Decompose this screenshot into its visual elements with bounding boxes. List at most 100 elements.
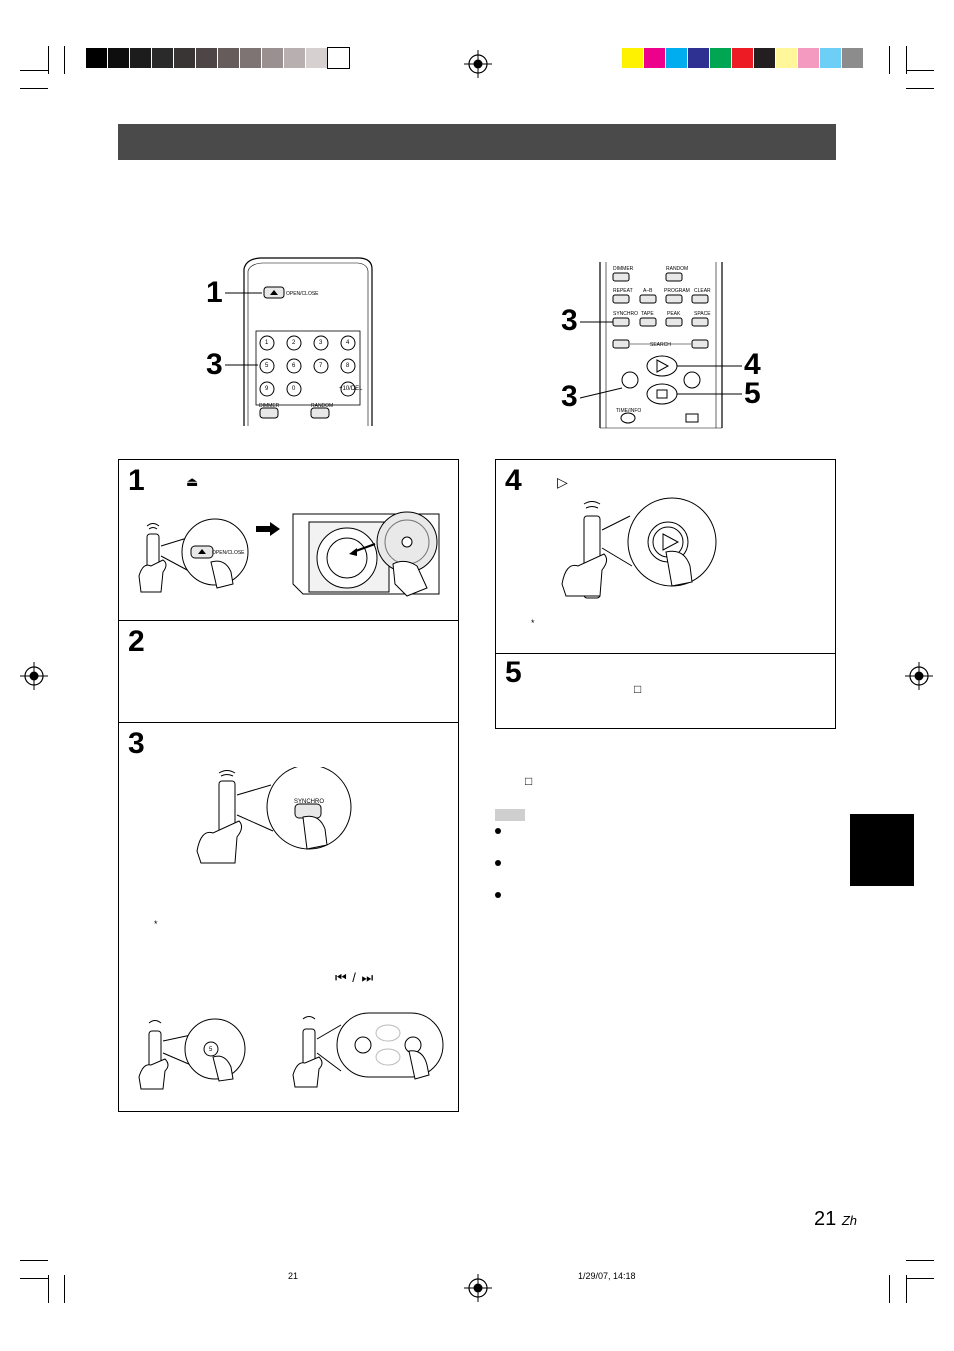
asterisk-mark: * [154,919,158,929]
remote-key-label: 4 [346,340,350,346]
language-side-tab [850,814,914,886]
crop-mark [48,1275,49,1303]
page-suffix: Zh [841,1213,857,1228]
bullet-point [495,828,501,834]
note-tag [495,809,525,821]
crop-mark [889,1275,890,1303]
remote-button-label: TAPE [641,311,654,317]
crop-mark [906,46,907,74]
color-swatch [842,48,863,68]
step-3-panel: 3 SYNCHRO * ⏮ / ⏭ 5 [118,722,459,1112]
remote-button-label: SYNCHRO [613,311,639,317]
footer-timestamp: 1/29/07, 14:18 [578,1271,636,1281]
crop-mark [64,1275,65,1303]
hand-remote-illustration [138,518,249,593]
color-swatch [152,48,173,68]
color-swatch [798,48,819,68]
registration-mark [905,662,933,690]
remote-key-label: +10/DEL [339,386,363,392]
remote-illustration-left [225,257,373,426]
crop-mark [906,1260,934,1261]
step-1-panel: 1 ⏏ OPEN/CLOSE [118,459,459,621]
color-swatch [306,48,327,68]
callout-number: 5 [744,377,761,410]
eject-icon: ⏏ [186,474,199,489]
step-number: 1 [128,464,145,497]
crop-mark [64,46,65,74]
color-swatch [218,48,239,68]
color-swatch [130,48,151,68]
remote-open-close-label: OPEN/CLOSE [286,291,319,297]
play-icon: ▷ [557,474,568,490]
registration-mark [464,50,492,78]
crop-mark [48,46,49,74]
page-number: 21 Zh [814,1208,857,1230]
color-swatch [622,48,643,68]
step-number: 4 [505,464,522,497]
step-4-panel: 4 ▷ * [495,459,836,654]
registration-mark [464,1274,492,1302]
remote-dimmer-label: DIMMER [259,403,280,409]
crop-mark [906,70,934,71]
stop-icon: □ [634,682,642,696]
color-swatch [820,48,841,68]
synchro-button-label: SYNCHRO [294,799,325,805]
remote-key-label: 2 [292,340,296,346]
hand-remote-skip-illustration [292,1012,444,1088]
remote-key-label: 6 [292,363,296,369]
remote-random-label: RANDOM [311,403,334,409]
crop-mark [20,1278,48,1279]
asterisk-mark: * [531,618,535,628]
footer-page-ref: 21 [288,1271,299,1281]
hand-remote-play-illustration [561,497,717,599]
color-swatch [108,48,129,68]
remote-button-label: SPACE [694,311,711,317]
crop-mark [889,46,890,74]
crop-mark [906,1275,907,1303]
registration-mark [20,662,48,690]
color-swatch [174,48,195,68]
crop-mark [20,70,48,71]
color-swatch [262,48,283,68]
callout-number: 3 [561,304,578,337]
number-key-label: 5 [209,1047,213,1053]
remote-button-label: PROGRAM [664,288,690,294]
remote-button-label: PEAK [667,311,681,317]
step-5-panel: 5 □ [495,653,836,729]
callout-number: 3 [561,380,578,413]
arrow-right-icon [256,522,280,536]
remote-illustration-right [579,262,742,429]
color-swatch [196,48,217,68]
cd-tray-illustration [292,511,440,597]
color-swatch [644,48,665,68]
remote-button-label: TIME/INFO [616,408,642,414]
step-2-panel: 2 [118,620,459,723]
callout-number: 3 [206,348,223,381]
bullet-point [495,892,501,898]
stop-icon: □ [525,774,533,788]
remote-key-label: 3 [319,340,323,346]
remote-key-label: 0 [292,386,296,392]
remote-key-label: 7 [319,363,323,369]
remote-button-label: CLEAR [694,288,711,294]
section-header-bar [118,124,836,160]
remote-key-label: 8 [346,363,350,369]
remote-button-label: DIMMER [613,266,634,272]
step-number: 5 [505,656,522,689]
hand-remote-number-illustration [138,1018,246,1090]
color-swatch [666,48,687,68]
callout-number: 1 [206,276,223,309]
remote-key-label: 9 [265,386,269,392]
color-swatch [754,48,775,68]
remote-key-label: 1 [265,340,269,346]
color-swatch [86,48,107,68]
crop-mark [906,88,934,89]
callout-number: 4 [744,348,761,381]
bullet-point [495,860,501,866]
color-swatch [776,48,797,68]
color-swatch [688,48,709,68]
step-number: 2 [128,625,145,658]
remote-button-label: A–B [643,288,653,294]
crop-mark [20,88,48,89]
step-number: 3 [128,727,145,760]
